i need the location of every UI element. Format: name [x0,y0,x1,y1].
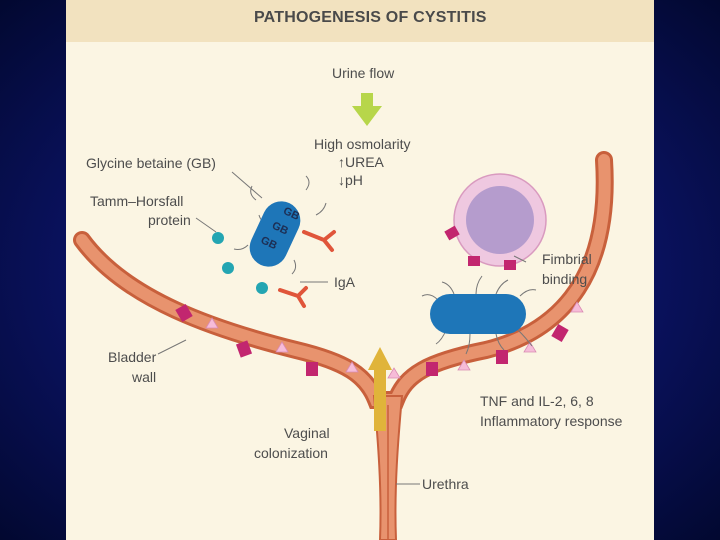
label-ph: ↓pH [338,172,363,188]
label-tamm-horsfall-2: protein [148,212,191,228]
title-bar: PATHOGENESIS OF CYSTITIS [66,0,654,42]
wall-triangles [205,301,584,379]
label-tnf: TNF and IL-2, 6, 8 [480,393,594,409]
urine-flow-arrow [352,93,382,126]
label-fimbrial: Fimbrial [542,251,592,267]
label-iga: IgA [334,274,356,290]
label-inflammatory: Inflammatory response [480,413,623,429]
label-high-osmolarity: High osmolarity [314,136,410,152]
label-tamm-horsfall: Tamm–Horsfall [90,193,183,209]
immune-cell [444,173,547,270]
label-urea: ↑UREA [338,154,385,170]
tamm-horsfall-proteins [212,232,268,294]
vaginal-colonization-arrow [368,347,392,431]
diagram-panel: PATHOGENESIS OF CYSTITIS [66,0,654,540]
bacterium-left: GB GB GB [233,175,327,275]
label-urine-flow: Urine flow [332,65,395,81]
bacterium-fimbrial [421,275,537,355]
label-wall: wall [131,369,156,385]
label-vaginal: Vaginal [284,425,330,441]
label-bladder: Bladder [108,349,157,365]
leader-lines [157,171,527,485]
label-colonization: colonization [254,445,328,461]
label-binding: binding [542,271,587,287]
cystitis-diagram: GB GB GB [73,65,623,540]
label-urethra: Urethra [422,476,469,492]
label-glycine-betaine: Glycine betaine (GB) [86,155,216,171]
uroplakin-receptors [175,303,569,376]
diagram-title: PATHOGENESIS OF CYSTITIS [254,9,487,26]
iga-antibodies [278,230,336,308]
